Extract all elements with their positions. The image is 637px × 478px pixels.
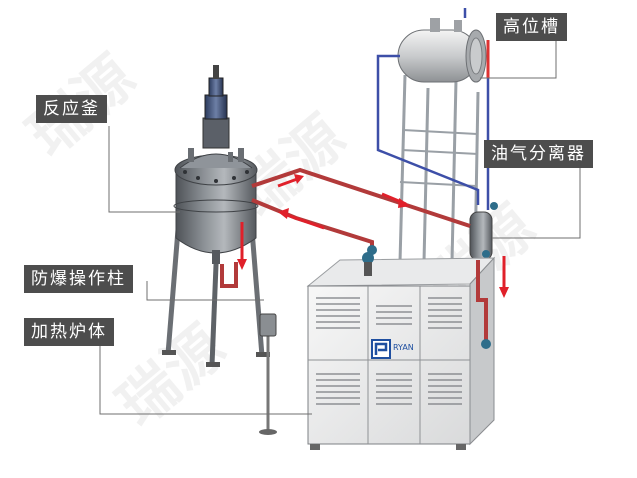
valve-icon [481, 339, 491, 349]
oil-gas-separator [469, 202, 498, 261]
label-high-tank: 高位槽 [496, 13, 567, 41]
reactor-vessel [162, 65, 270, 367]
heating-furnace [306, 252, 496, 450]
high-tank [397, 18, 490, 83]
label-heating-furnace: 加热炉体 [24, 318, 114, 346]
flow-arrows [237, 174, 509, 298]
label-reactor: 反应釜 [36, 95, 107, 123]
valve-icon [367, 245, 377, 255]
brand-name: RYAN [393, 343, 414, 352]
label-oil-gas-separator: 油气分离器 [484, 140, 593, 168]
high-tank-frame [398, 74, 480, 263]
explosion-proof-column [259, 313, 277, 435]
brand-logo [371, 339, 391, 359]
label-explosion-proof-column: 防爆操作柱 [24, 265, 133, 293]
